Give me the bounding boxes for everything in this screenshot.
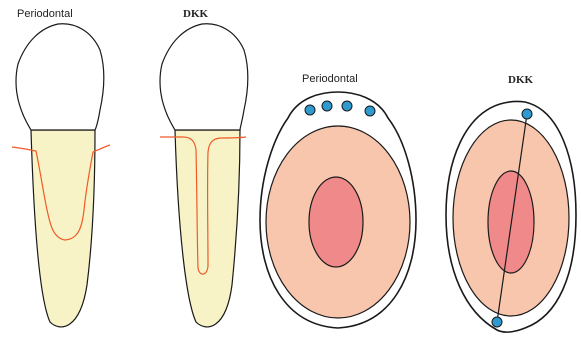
tooth-1-crown	[16, 24, 104, 130]
section-periodontal	[260, 92, 416, 328]
section-1-pulp	[309, 177, 363, 267]
section-1-blue-circle-marker	[342, 101, 352, 111]
section-2-blue-circle-marker	[522, 109, 532, 119]
tooth-2-crown	[160, 24, 248, 130]
section-1-blue-circle-marker	[365, 106, 375, 116]
tooth-1-root	[31, 130, 95, 327]
tooth-dkk	[160, 24, 248, 327]
section-1-blue-circle-marker	[322, 101, 332, 111]
section-1-blue-circle-marker	[305, 105, 315, 115]
section-2-blue-circle-marker	[492, 317, 502, 327]
tooth-periodontal	[12, 24, 110, 327]
section-dkk	[446, 101, 576, 332]
